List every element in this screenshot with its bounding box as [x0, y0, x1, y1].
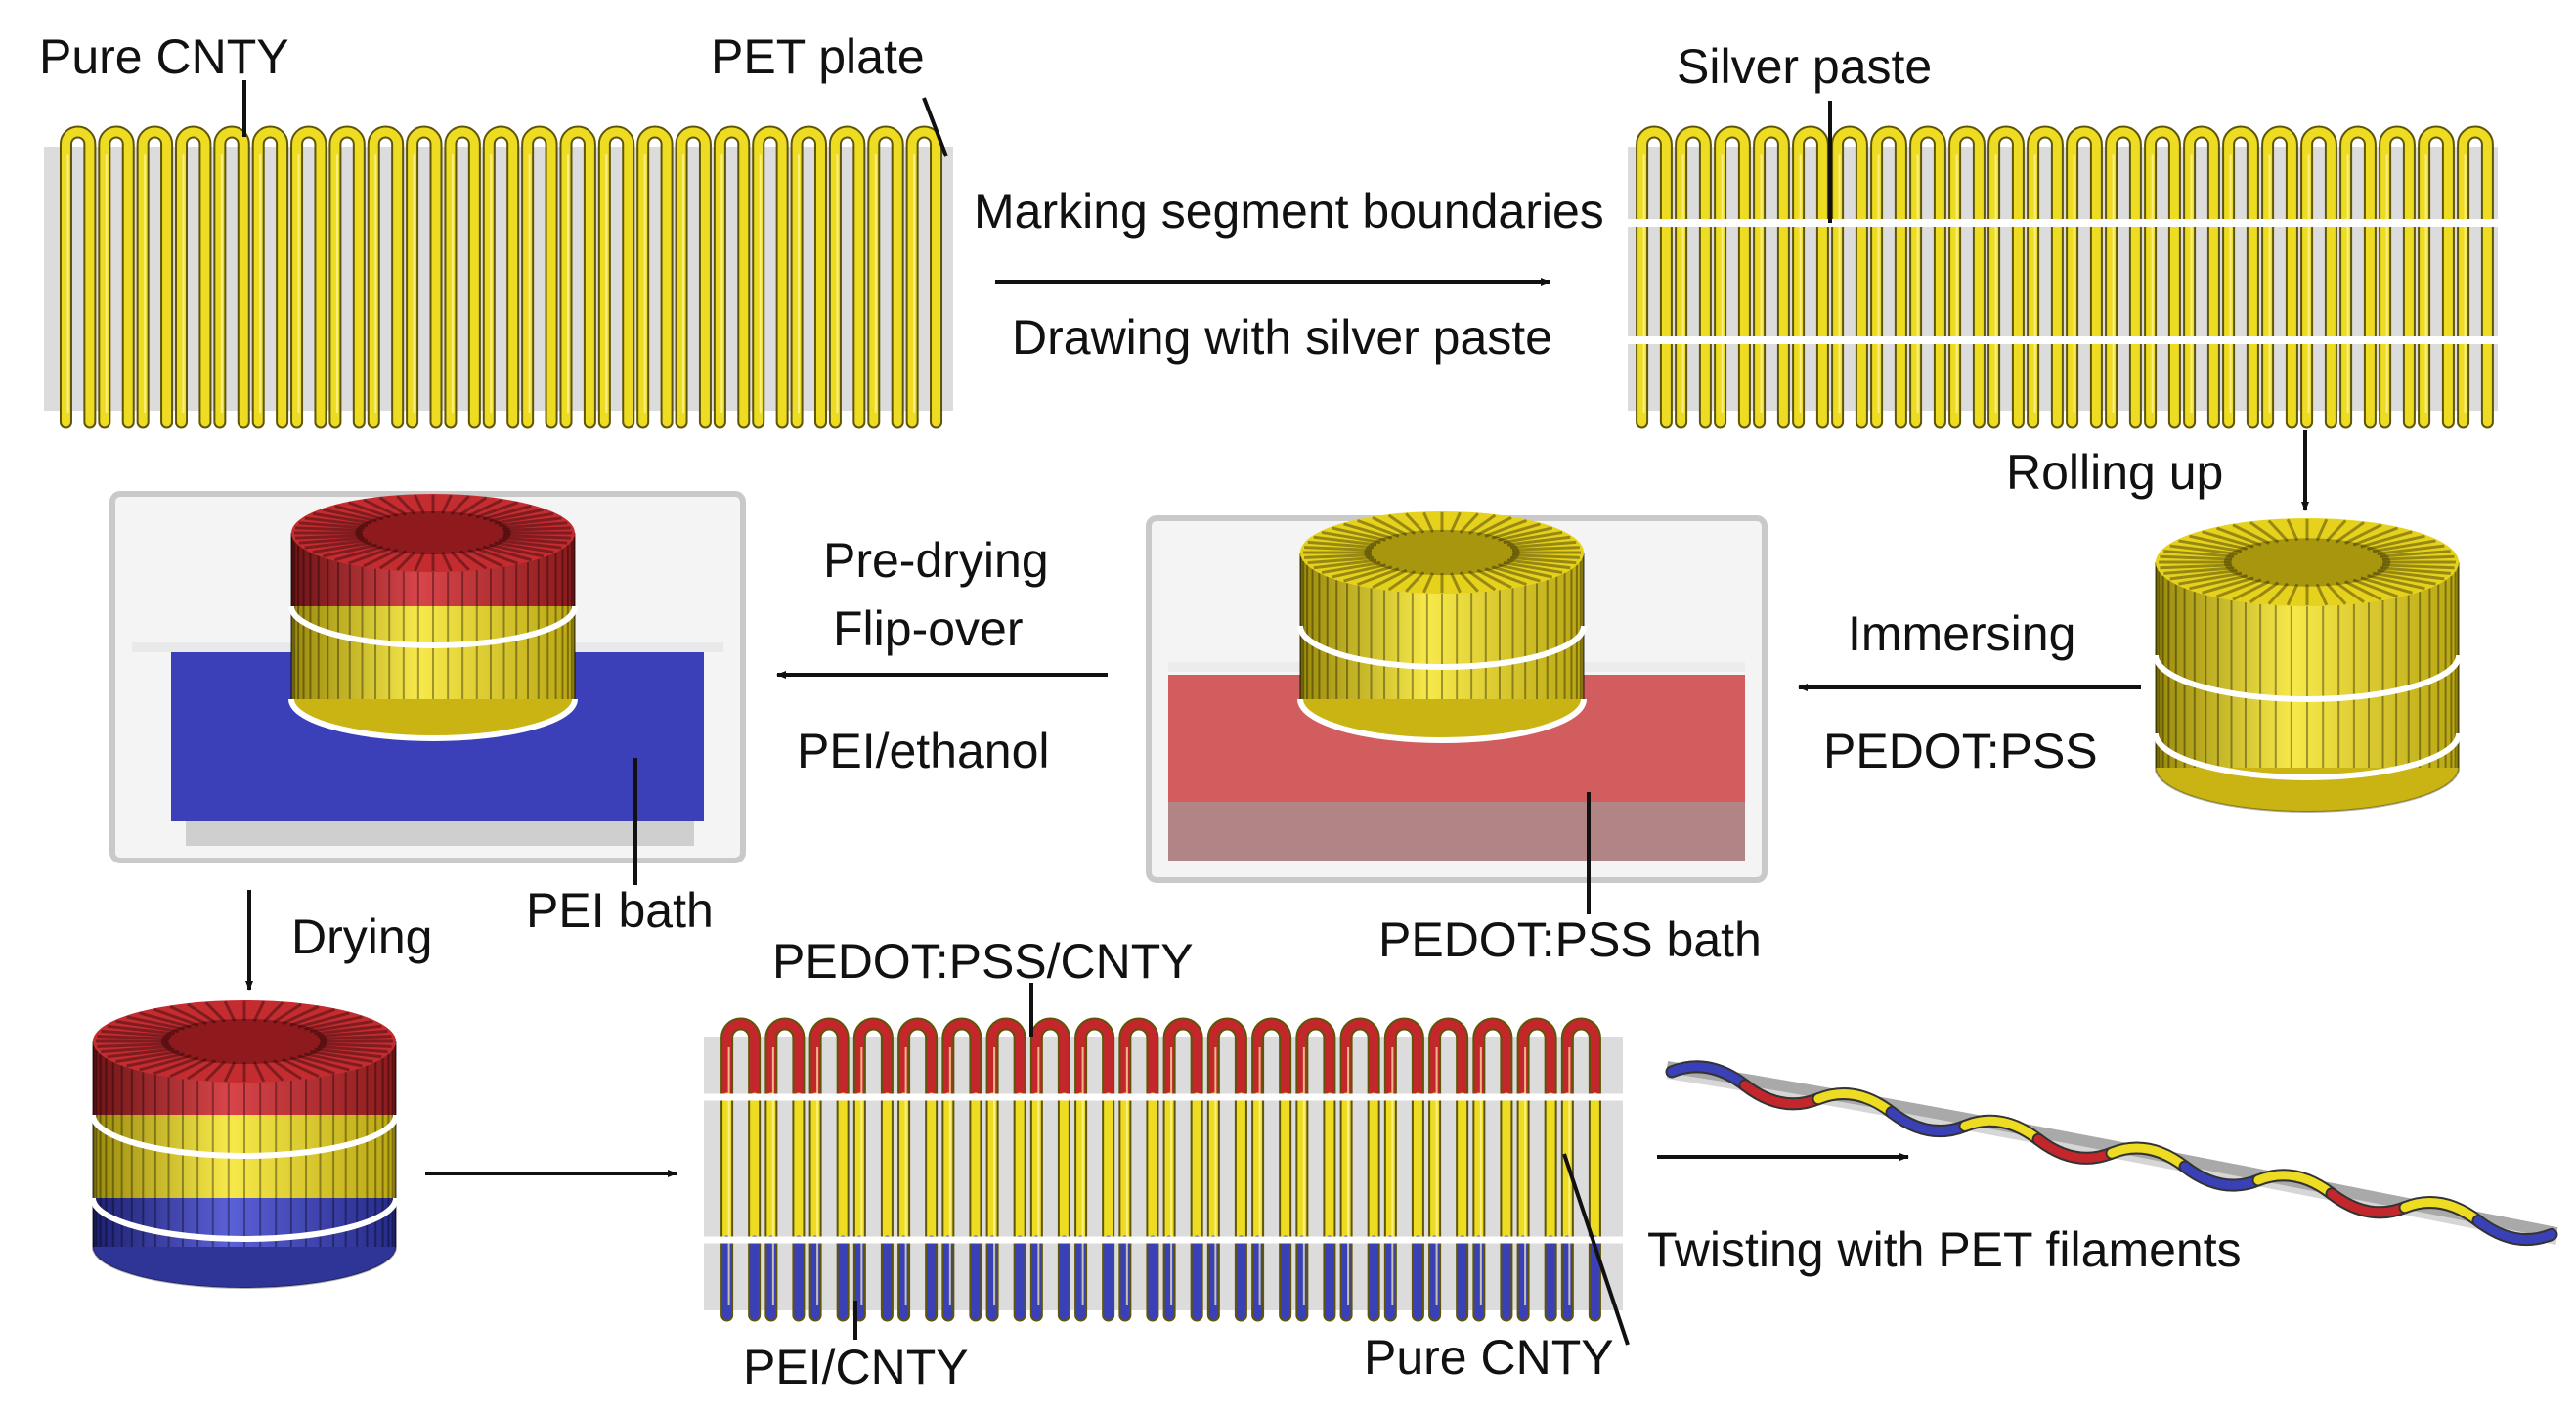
label-flip-over: Flip-over [833, 601, 1023, 656]
label-pure-cnty-top: Pure CNTY [39, 29, 289, 84]
label-pei-ethanol: PEI/ethanol [797, 724, 1050, 778]
rolled-cylinder [2153, 518, 2462, 813]
leader-lines [242, 80, 1832, 1346]
pedot-pss-bath [1146, 511, 1768, 883]
label-pei-cnty: PEI/CNTY [743, 1340, 969, 1394]
label-rolling-up: Rolling up [2006, 445, 2223, 500]
label-pre-drying: Pre-drying [823, 533, 1049, 588]
unrolled-segmented-coils [704, 1017, 1623, 1322]
pei-bath [109, 491, 746, 863]
process-arrows [245, 278, 2309, 1177]
label-pei-bath: PEI bath [526, 883, 714, 938]
cnty-coils-2 [1636, 125, 2494, 429]
label-silver-paste: Silver paste [1677, 39, 1932, 94]
dried-cylinder [90, 1000, 399, 1289]
label-pure-cnty-bottom: Pure CNTY [1364, 1330, 1614, 1385]
label-immersing: Immersing [1848, 606, 2075, 661]
cnty-coils [59, 125, 943, 429]
label-pedot-pss-bath: PEDOT:PSS bath [1378, 912, 1762, 967]
label-drawing-with-silver-paste: Drawing with silver paste [1012, 310, 1552, 365]
label-drying: Drying [291, 909, 432, 964]
label-marking-segment-boundaries: Marking segment boundaries [974, 184, 1604, 239]
pet-plate-silver-paste [1628, 125, 2498, 429]
pet-plate-pure-cnty [44, 125, 953, 429]
label-pet-plate: PET plate [711, 29, 925, 84]
twisted-yarn [1665, 1060, 2558, 1247]
label-twisting-with-pet-filaments: Twisting with PET filaments [1647, 1222, 2242, 1277]
label-pedot-pss: PEDOT:PSS [1823, 724, 2098, 778]
label-pedot-pss-cnty: PEDOT:PSS/CNTY [772, 934, 1194, 989]
